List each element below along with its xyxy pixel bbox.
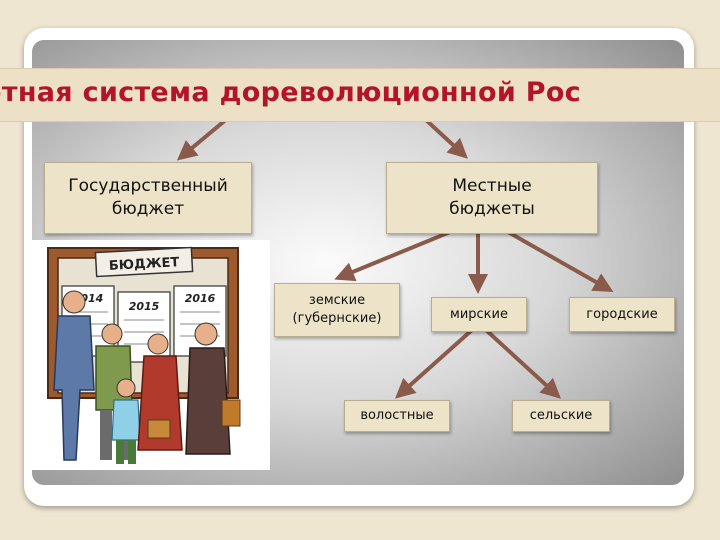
arrow-mir-to-village [484,328,561,399]
title-bar: джетная система дореволюционной Рос [0,68,720,122]
budget-illustration: БЮДЖЕТ 2014 2015 2016 [30,240,270,470]
page-title: джетная система дореволюционной Рос [0,77,581,108]
node-volost: волостные [344,400,450,432]
budget-crowd-illustration: БЮДЖЕТ 2014 2015 2016 [47,246,241,464]
node-village: сельские [512,400,610,432]
node-zemstvo: земские (губернские) [274,283,400,337]
node-mir: мирские [431,297,527,332]
arrow-local-to-zemstvo [334,230,451,282]
node-local-budgets: Местные бюджеты [386,162,598,234]
illustration-year-2015: 2015 [129,300,160,313]
node-state-budget: Государственный бюджет [44,162,252,234]
node-city: городские [569,297,675,332]
arrow-mir-to-volost [395,328,474,399]
illustration-sign: БЮДЖЕТ [109,255,180,274]
arrow-local-to-city [507,230,614,292]
illustration-year-2016: 2016 [185,292,216,305]
